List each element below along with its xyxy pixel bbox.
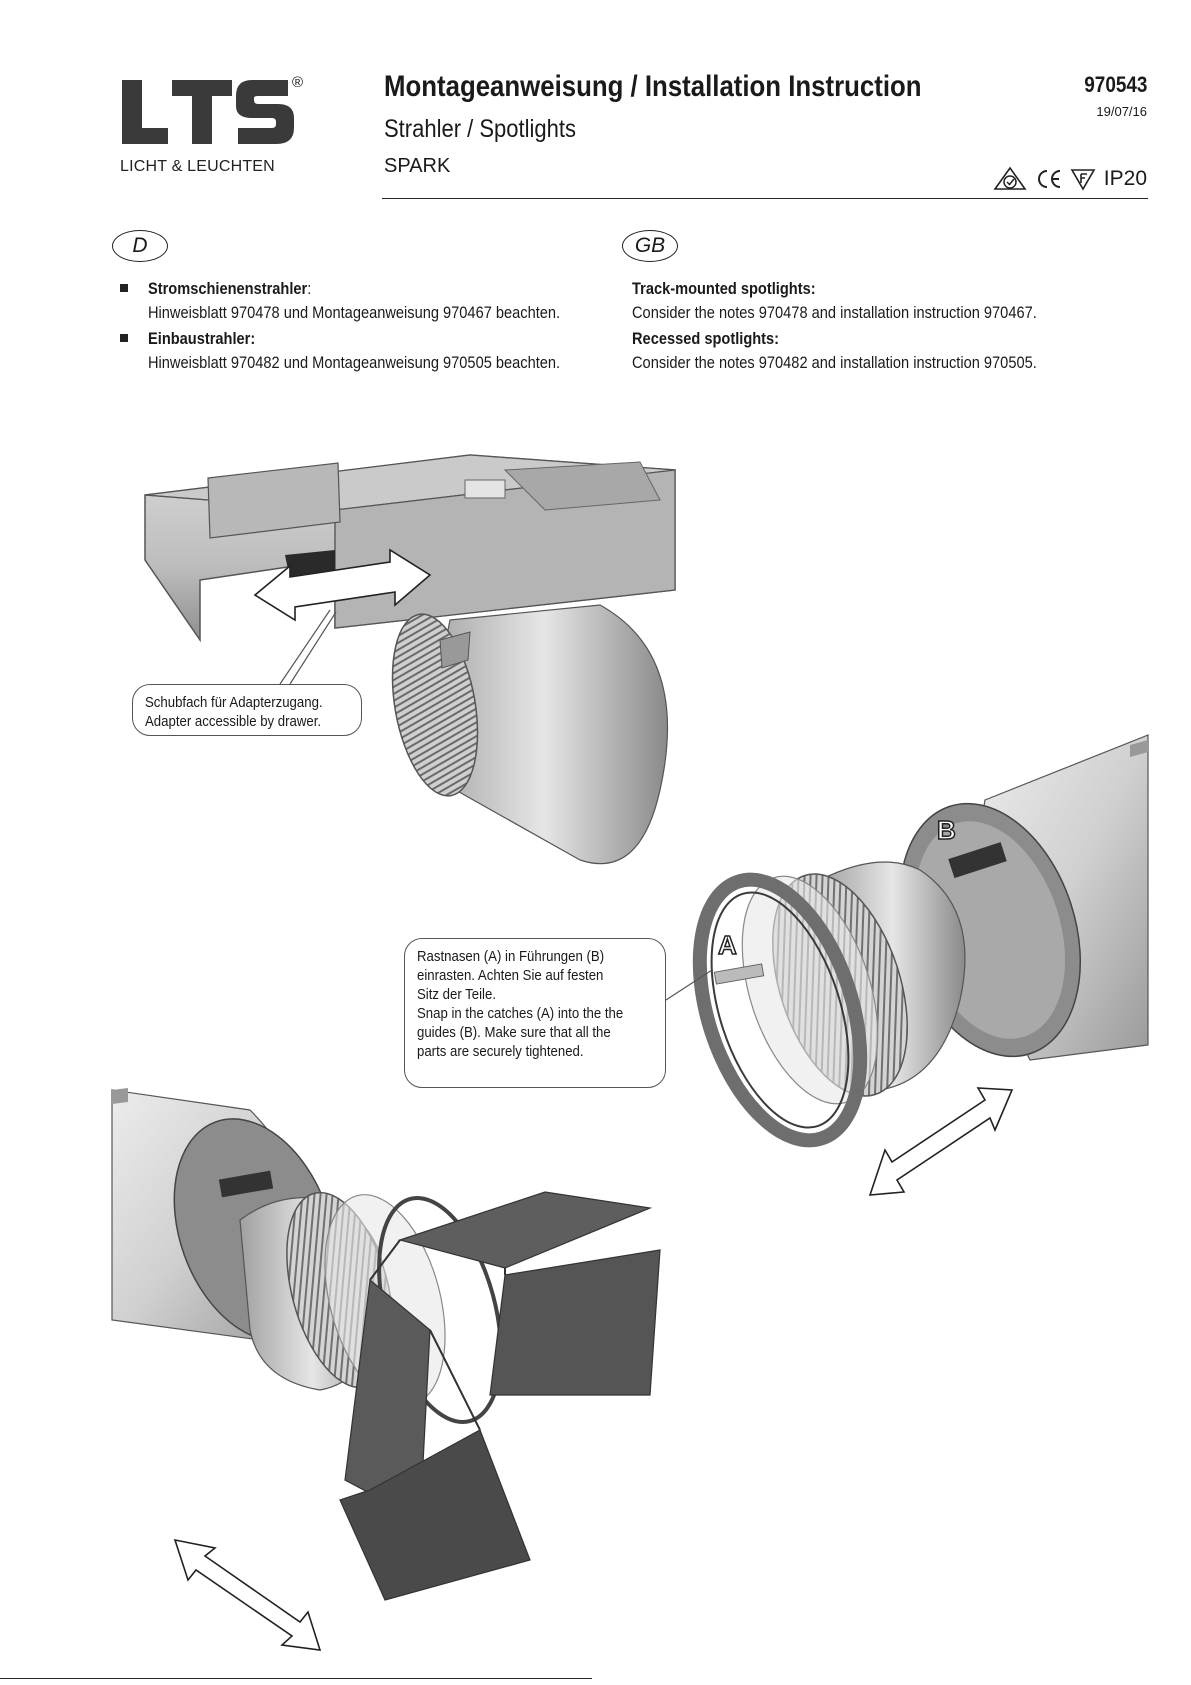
registered-mark: ®	[292, 74, 304, 91]
callout-snap-in: Rastnasen (A) in Führungen (B) einrasten…	[404, 938, 666, 1088]
header-rule	[382, 198, 1148, 199]
bullet-marker	[120, 334, 128, 342]
gb-item-1-text: Consider the notes 970478 and installati…	[632, 303, 1037, 322]
rcm-icon	[993, 166, 1027, 190]
ring-right	[692, 872, 868, 1148]
callout-snap-line-6: parts are securely tightened.	[417, 1043, 584, 1060]
footer-rule	[0, 1678, 592, 1679]
lts-logo	[122, 80, 294, 144]
document-subtitle: Strahler / Spotlights	[384, 115, 576, 143]
certification-marks: IP20	[992, 164, 1147, 194]
spotlight-head-upper	[391, 604, 669, 865]
de-item-1-heading-line: Stromschienenstrahler:	[148, 276, 311, 301]
drawer-double-arrow	[253, 548, 432, 622]
language-badge-gb: GB	[622, 230, 678, 262]
product-name: SPARK	[384, 155, 451, 177]
reflector-right	[741, 861, 966, 1105]
f-mark-icon	[1070, 169, 1096, 191]
callout-snap-line-3: Sitz der Teile.	[417, 986, 496, 1003]
callout-drawer: Schubfach für Adapterzugang. Adapter acc…	[132, 684, 362, 736]
callout-drawer-line-1: Schubfach für Adapterzugang.	[145, 694, 323, 711]
part-label-b: B	[936, 814, 956, 846]
ip-rating: IP20	[1103, 167, 1147, 190]
bullet-marker	[120, 284, 128, 292]
callout-snap-line-2: einrasten. Achten Sie auf festen	[417, 967, 604, 984]
language-badge-de: D	[112, 230, 168, 262]
de-item-1-heading: Stromschienenstrahler	[148, 279, 308, 298]
callout-snap-line-1: Rastnasen (A) in Führungen (B)	[417, 948, 605, 965]
document-title: Montageanweisung / Installation Instruct…	[384, 70, 922, 103]
gb-item-2-heading: Recessed spotlights:	[632, 329, 780, 348]
part-label-a: A	[717, 929, 737, 961]
spotlight-assembly-illustration	[111, 454, 1149, 1651]
barn-door-double-arrow	[173, 1538, 322, 1651]
callout-drawer-line-2: Adapter accessible by drawer.	[145, 713, 322, 730]
de-item-1-text: Hinweisblatt 970478 und Montageanweisung…	[148, 303, 561, 322]
document-date: 19/07/16	[1096, 104, 1147, 119]
callout-snap-line-5: guides (B). Make sure that all the	[417, 1024, 611, 1041]
callout-snap-line-4: Snap in the catches (A) into the the	[417, 1005, 624, 1022]
barn-door-attachment	[339, 1191, 661, 1601]
brand-subtitle: LICHT & LEUCHTEN	[120, 158, 275, 175]
de-item-2-text: Hinweisblatt 970482 und Montageanweisung…	[148, 353, 561, 372]
gb-item-2-text: Consider the notes 970482 and installati…	[632, 353, 1037, 372]
de-item-2-heading: Einbaustrahler:	[148, 329, 256, 348]
ce-mark-icon	[1037, 170, 1060, 188]
de-item-1-colon: :	[307, 279, 312, 298]
document-number: 970543	[1083, 72, 1147, 97]
gb-item-1-heading: Track-mounted spotlights:	[632, 279, 816, 298]
ring-double-arrow	[868, 1087, 1014, 1196]
